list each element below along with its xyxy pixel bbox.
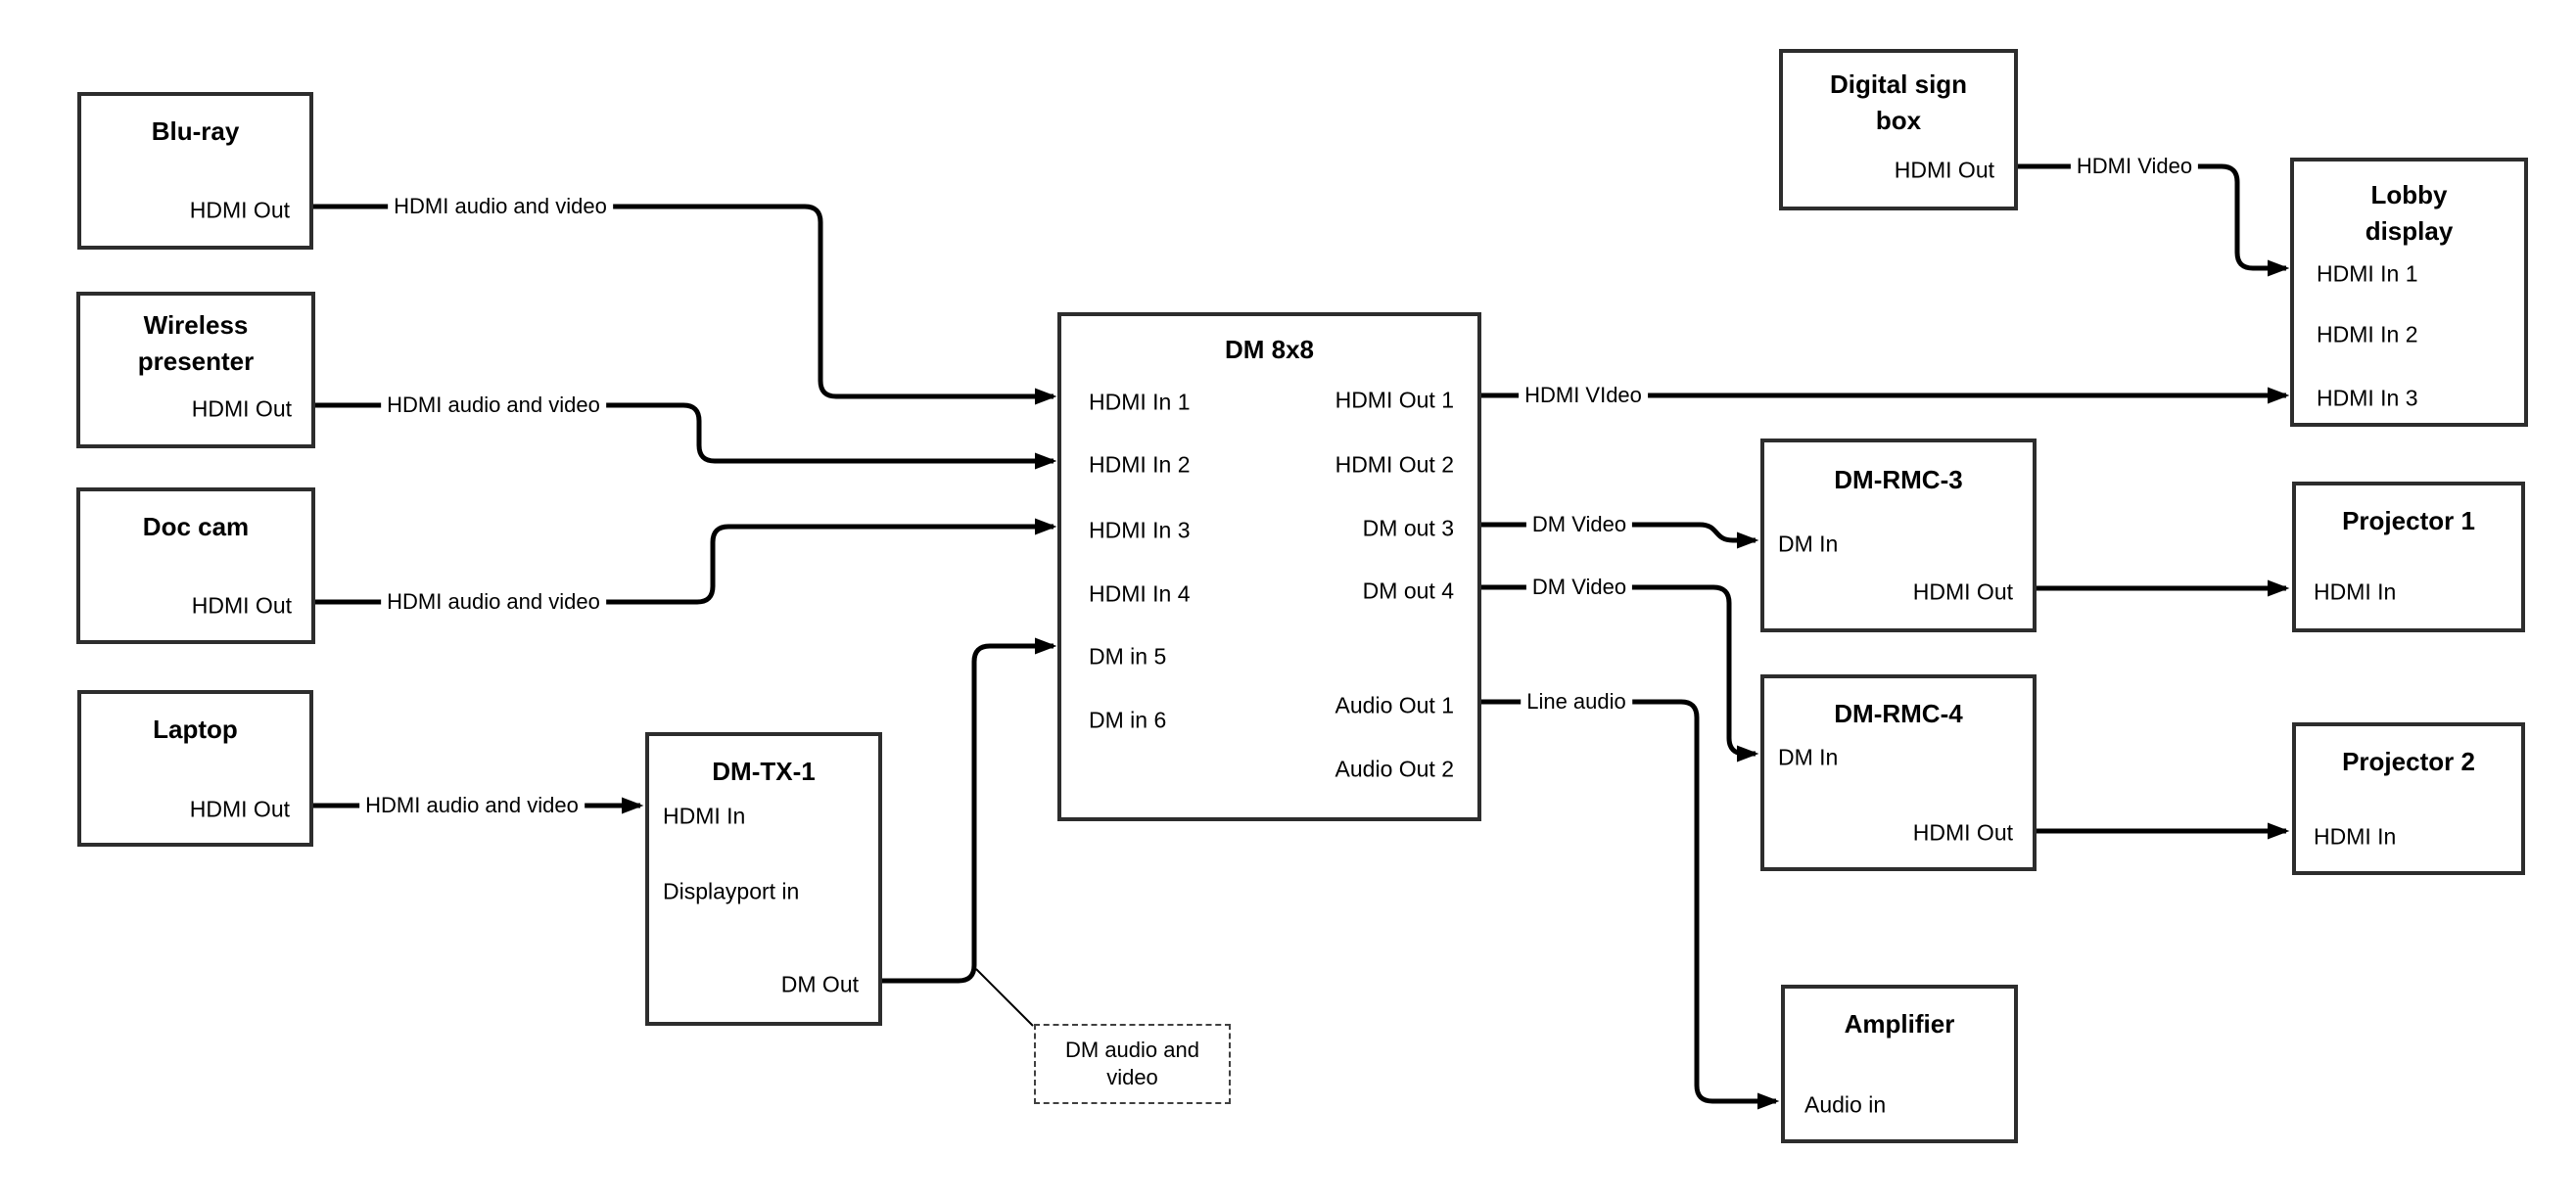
port-hdmi-in-1: HDMI In 1 <box>2317 260 2418 287</box>
port-dm-in: DM In <box>1778 744 1839 770</box>
edge-bluray-to-hdmi-in-1[interactable] <box>313 204 1057 405</box>
node-projector-2[interactable]: Projector 2 HDMI In <box>2292 722 2525 875</box>
node-dm-tx-1[interactable]: DM-TX-1 HDMI In Displayport in DM Out <box>645 732 882 1026</box>
edge-label-dm-out-4: DM Video <box>1525 574 1633 601</box>
edge-audio-out-1-to-amplifier[interactable] <box>1481 699 1780 1110</box>
port-hdmi-out-2: HDMI Out 2 <box>1335 451 1454 478</box>
node-title: DM-RMC-3 <box>1834 465 1963 494</box>
port-hdmi-out: HDMI Out <box>191 395 292 422</box>
port-hdmi-in-1: HDMI In 1 <box>1089 389 1191 415</box>
note-callout-line <box>975 968 1034 1027</box>
port-dm-out-4: DM out 4 <box>1362 577 1454 604</box>
node-title: Blu-ray <box>151 116 240 146</box>
node-projector-1[interactable]: Projector 1 HDMI In <box>2292 482 2525 632</box>
port-hdmi-in-4: HDMI In 4 <box>1089 580 1191 607</box>
node-title: Doc cam <box>142 512 250 541</box>
node-wireless-presenter[interactable]: Wireless presenter HDMI Out <box>76 292 315 448</box>
edge-label-doccam: HDMI audio and video <box>381 588 606 616</box>
port-dm-in-5: DM in 5 <box>1089 643 1167 670</box>
node-amplifier[interactable]: Amplifier Audio in <box>1781 985 2018 1143</box>
port-hdmi-in: HDMI In <box>2314 823 2397 850</box>
edge-digitalsign-to-lobby-hdmi-in-1[interactable] <box>2018 163 2290 277</box>
edge-dm-out-4-to-rmc4-dm-in[interactable] <box>1481 584 1759 762</box>
node-doc-cam[interactable]: Doc cam HDMI Out <box>76 487 315 644</box>
node-title: Projector 1 <box>2342 506 2475 535</box>
node-title: DM-TX-1 <box>712 757 816 786</box>
port-hdmi-in: HDMI In <box>2314 578 2397 605</box>
node-dm-rmc-3[interactable]: DM-RMC-3 DM In HDMI Out <box>1760 439 2037 632</box>
edge-dm-out-3-to-rmc3-dm-in[interactable] <box>1481 522 1759 549</box>
port-hdmi-out: HDMI Out <box>189 796 290 822</box>
port-hdmi-out: HDMI Out <box>189 197 290 223</box>
edge-label-laptop: HDMI audio and video <box>359 792 585 819</box>
node-title: Laptop <box>153 715 238 744</box>
port-hdmi-out-1: HDMI Out 1 <box>1335 387 1454 413</box>
edge-dmtx-dmout-to-dm-in-5[interactable] <box>882 637 1057 984</box>
edge-doccam-to-hdmi-in-3[interactable] <box>315 518 1057 605</box>
port-audio-in: Audio in <box>1804 1091 1887 1118</box>
port-audio-out-1: Audio Out 1 <box>1335 692 1454 718</box>
edge-label-hdmi-out-1: HDMI VIdeo <box>1519 382 1648 409</box>
port-hdmi-out: HDMI Out <box>1912 819 2013 846</box>
port-dm-out-3: DM out 3 <box>1362 515 1454 541</box>
edge-label-bluray: HDMI audio and video <box>388 193 613 220</box>
node-digital-sign-box[interactable]: Digital sign box HDMI Out <box>1779 49 2018 210</box>
port-hdmi-in-2: HDMI In 2 <box>1089 451 1191 478</box>
port-hdmi-out: HDMI Out <box>1894 157 1994 183</box>
port-hdmi-in-3: HDMI In 3 <box>1089 517 1191 543</box>
port-dm-in: DM In <box>1778 531 1839 557</box>
port-dm-in-6: DM in 6 <box>1089 707 1167 733</box>
node-dm-rmc-4[interactable]: DM-RMC-4 DM In HDMI Out <box>1760 674 2037 871</box>
edge-label-audio-out-1: Line audio <box>1521 688 1632 716</box>
port-hdmi-in-2: HDMI In 2 <box>2317 321 2418 347</box>
port-dm-out: DM Out <box>780 971 859 997</box>
port-hdmi-in-3: HDMI In 3 <box>2317 385 2418 411</box>
port-displayport-in: Displayport in <box>663 878 800 904</box>
node-title: Wireless presenter <box>137 310 255 376</box>
port-hdmi-in: HDMI In <box>663 803 746 829</box>
edge-label-wireless: HDMI audio and video <box>381 392 606 419</box>
node-dm-8x8[interactable]: DM 8x8 HDMI In 1 HDMI In 2 HDMI In 3 HDM… <box>1057 312 1481 821</box>
node-title: Digital sign box <box>1829 69 1968 135</box>
edge-label-digitalsign: HDMI Video <box>2070 153 2199 180</box>
port-audio-out-2: Audio Out 2 <box>1335 756 1454 782</box>
node-blu-ray[interactable]: Blu-ray HDMI Out <box>77 92 313 250</box>
note-dm-audio-and-video[interactable]: DM audio and video <box>1034 1024 1231 1104</box>
node-title: Amplifier <box>1844 1009 1955 1039</box>
node-title: DM-RMC-4 <box>1834 699 1963 728</box>
node-laptop[interactable]: Laptop HDMI Out <box>77 690 313 847</box>
port-hdmi-out: HDMI Out <box>191 592 292 619</box>
edge-wireless-to-hdmi-in-2[interactable] <box>315 402 1057 470</box>
node-title: Projector 2 <box>2342 747 2475 776</box>
port-hdmi-out: HDMI Out <box>1912 578 2013 605</box>
node-title: DM 8x8 <box>1224 335 1315 364</box>
edge-label-dm-out-3: DM Video <box>1525 511 1633 538</box>
node-lobby-display[interactable]: Lobby display HDMI In 1 HDMI In 2 HDMI I… <box>2290 158 2528 427</box>
note-text: DM audio and video <box>1065 1038 1199 1089</box>
node-title: Lobby display <box>2365 180 2454 246</box>
